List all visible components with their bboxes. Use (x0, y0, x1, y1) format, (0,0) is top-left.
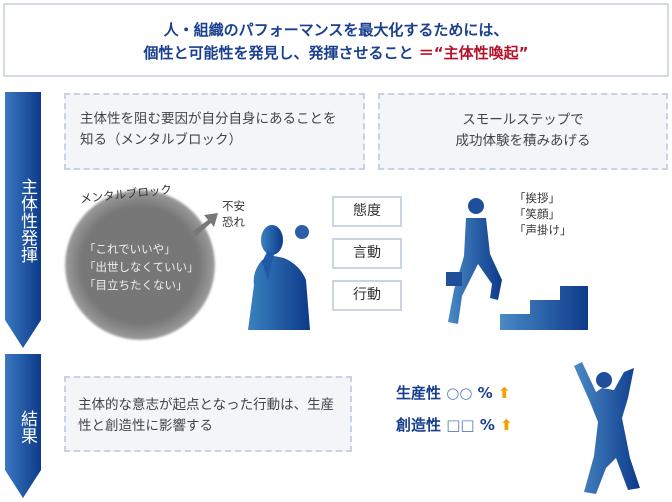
headline-box: 人・組織のパフォーマンスを最大化するためには、 個性と可能性を発見し、発揮させる… (3, 3, 669, 77)
emotion: 不安 (222, 199, 245, 213)
behavior-action: 行動 (332, 280, 402, 311)
step: 「声掛け」 (514, 223, 572, 237)
metric-unit: % (479, 416, 495, 434)
label-shutaisei-hakki: 主体性発揮 (17, 177, 37, 263)
emotion-text: 不安恐れ (222, 198, 245, 230)
metric-value: □□ (446, 416, 475, 434)
up-arrow-icon: ⬆ (497, 384, 511, 402)
celebrating-businessman-icon (574, 362, 640, 494)
up-arrow-icon: ⬆ (500, 416, 513, 434)
quote: 「これでいいや」 (84, 242, 176, 256)
metric-creativity: 創造性 □□ % ⬆ (396, 414, 513, 435)
behavior-speech: 言動 (332, 238, 402, 269)
headline-line1: 人・組織のパフォーマンスを最大化するためには、 (163, 21, 509, 39)
mental-block-box: 主体性を阻む要因が自分自身にあることを知る（メンタルブロック） (64, 93, 365, 170)
headline-highlight: ＝“主体性喚起” (418, 44, 529, 62)
metric-unit: % (477, 384, 493, 402)
emotion: 恐れ (222, 215, 245, 229)
metric-label: 創造性 (396, 416, 442, 434)
quote: 「目立ちたくない」 (84, 278, 188, 292)
headline-line2: 個性と可能性を発見し、発揮させること (143, 44, 414, 62)
metric-label: 生産性 (396, 384, 442, 402)
label-kekka: 結果 (17, 410, 37, 444)
climbing-businessman-stairs-icon (446, 198, 588, 330)
small-steps-list: 「挨拶」 「笑顔」 「声掛け」 (514, 190, 572, 238)
worried-businessman-icon (248, 225, 310, 330)
mental-block-circle (65, 190, 215, 340)
small-step-box: スモールステップで 成功体験を積みあげる (378, 93, 668, 170)
arrow-icon (192, 213, 218, 236)
metric-productivity: 生産性 ○○ % ⬆ (396, 382, 511, 403)
metric-value: ○○ (446, 384, 473, 402)
behavior-attitude: 態度 (332, 196, 402, 227)
step: 「挨拶」 (514, 191, 560, 205)
result-box: 主体的な意志が起点となった行動は、生産性と創造性に影響する (64, 376, 352, 452)
mental-block-quotes: 「これでいいや」 「出世しなくていい」 「目立ちたくない」 (84, 240, 199, 294)
step: 「笑顔」 (514, 207, 560, 221)
section-arrows (5, 92, 41, 498)
quote: 「出世しなくていい」 (84, 260, 199, 274)
